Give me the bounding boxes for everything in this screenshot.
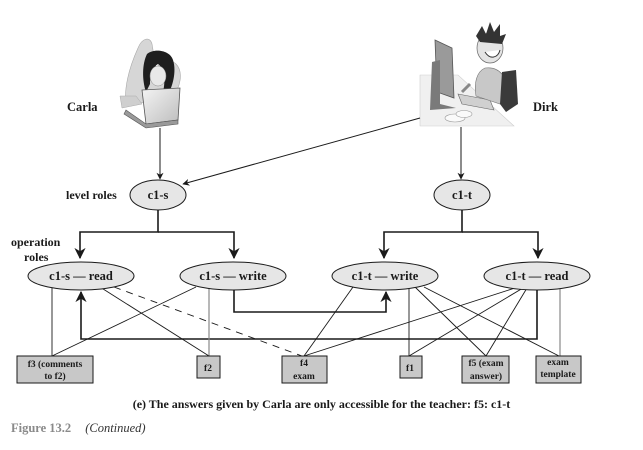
figure-number-line: Figure 13.2 (Continued) — [11, 421, 146, 436]
hierarchy-c1-t — [378, 210, 544, 260]
file-f3-line2: to f2) — [44, 371, 65, 382]
node-c1-s: c1-s — [129, 179, 187, 211]
node-c1-t-write: c1-t — write — [331, 261, 439, 291]
file-f4: f4 exam — [281, 355, 328, 384]
figure-note: (Continued) — [85, 421, 146, 435]
level-roles-label: level roles — [66, 188, 117, 202]
edge-c1-t-read-to-c1-s-read — [75, 288, 538, 340]
file-f3: f3 (comments to f2) — [16, 355, 94, 384]
edge-c1-t-read-f5 — [485, 287, 528, 357]
edge-c1-t-write-f4 — [303, 286, 354, 357]
node-c1-s-label: c1-s — [148, 188, 169, 202]
node-c1-s-write-label: c1-s — write — [199, 269, 267, 283]
node-c1-s-read: c1-s — read — [27, 261, 135, 291]
node-c1-t: c1-t — [433, 179, 491, 211]
edge-dirk-to-c1-s — [182, 117, 421, 186]
permission-lines — [51, 286, 561, 357]
carla-illustration — [119, 38, 181, 129]
dirk-illustration — [419, 22, 518, 127]
carla-label: Carla — [67, 100, 98, 114]
file-f5-line2: answer) — [470, 371, 502, 382]
file-f1-label: f1 — [406, 364, 414, 374]
edge-c1-s-write-to-c1-t-write — [233, 288, 392, 313]
figure-number: Figure 13.2 — [11, 421, 72, 435]
figure-caption: (e) The answers given by Carla are only … — [132, 397, 511, 411]
file-exam-template: exam template — [535, 355, 582, 384]
file-f5: f5 (exam answer) — [461, 355, 510, 384]
file-f4-line2: exam — [293, 372, 315, 382]
node-c1-t-read-label: c1-t — read — [506, 269, 569, 283]
node-c1-t-label: c1-t — [452, 188, 473, 202]
edge-c1-t-write-f5 — [414, 286, 487, 357]
node-c1-s-write: c1-s — write — [179, 261, 287, 291]
edge-c1-s-read-f2 — [99, 286, 210, 357]
operation-roles-label-line1: operation — [11, 235, 61, 249]
operation-roles-label-line2: roles — [24, 250, 49, 264]
hierarchy-c1-s — [74, 210, 240, 260]
node-c1-t-write-label: c1-t — write — [352, 269, 419, 283]
edge-c1-t-read-f4 — [303, 287, 516, 357]
edge-c1-t-read-f1 — [408, 287, 524, 357]
dirk-label: Dirk — [533, 100, 558, 114]
node-c1-t-read: c1-t — read — [483, 261, 591, 291]
file-f5-line1: f5 (exam — [468, 358, 503, 369]
file-template-line2: template — [540, 370, 575, 380]
file-f2-label: f2 — [204, 364, 212, 374]
file-template-line1: exam — [547, 358, 569, 368]
file-f4-line1: f4 — [300, 359, 308, 369]
edge-c1-s-read-f4-revoked — [113, 286, 303, 357]
file-f3-line1: f3 (comments — [28, 359, 83, 370]
file-f1: f1 — [399, 355, 423, 379]
node-c1-s-read-label: c1-s — read — [49, 269, 113, 283]
file-f2: f2 — [196, 355, 221, 379]
edge-c1-s-write-f3 — [51, 286, 197, 357]
edge-c1-t-write-f5 — [423, 286, 560, 357]
